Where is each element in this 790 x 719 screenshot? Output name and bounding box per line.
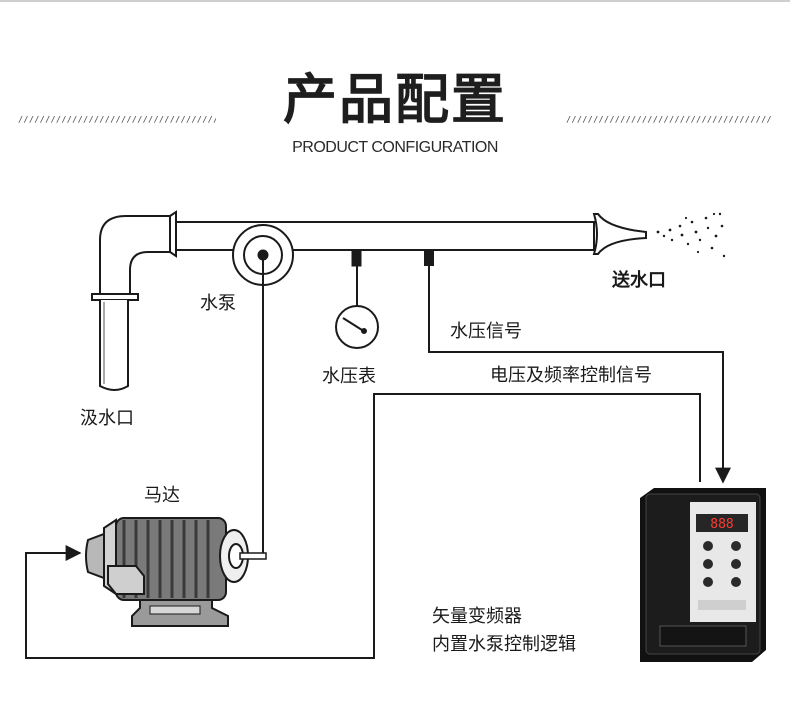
svg-text:888: 888 (710, 517, 733, 532)
pressure-gauge-label: 水压表 (322, 366, 376, 387)
pressure-sensor-icon (424, 250, 434, 266)
inlet-label: 汲水口 (80, 408, 134, 429)
page-subtitle: PRODUCT CONFIGURATION (292, 139, 498, 156)
vfd-label-line2: 内置水泵控制逻辑 (432, 634, 576, 655)
pump-label: 水泵 (200, 293, 236, 314)
decorative-hatch-right: //////////////////////////////////////// (566, 116, 771, 124)
decorative-hatch-left: //////////////////////////////////////// (18, 116, 216, 124)
pressure-signal-label: 水压信号 (450, 321, 522, 342)
water-pump-icon (232, 224, 294, 286)
vfd-controller-icon: 888 (640, 488, 766, 662)
top-rule (0, 0, 790, 2)
control-signal-label: 电压及频率控制信号 (490, 365, 652, 386)
control-signal-line (25, 393, 701, 659)
outlet-label: 送水口 (612, 270, 666, 291)
page-title: 产品配置 (283, 68, 507, 131)
pressure-gauge-icon (335, 249, 379, 349)
motor-label: 马达 (144, 485, 180, 506)
inlet-pipe (91, 215, 171, 391)
motor-icon (85, 517, 267, 627)
vfd-label-line1: 矢量变频器 (432, 606, 522, 627)
water-spray (656, 212, 726, 258)
pressure-signal-line (428, 266, 731, 484)
